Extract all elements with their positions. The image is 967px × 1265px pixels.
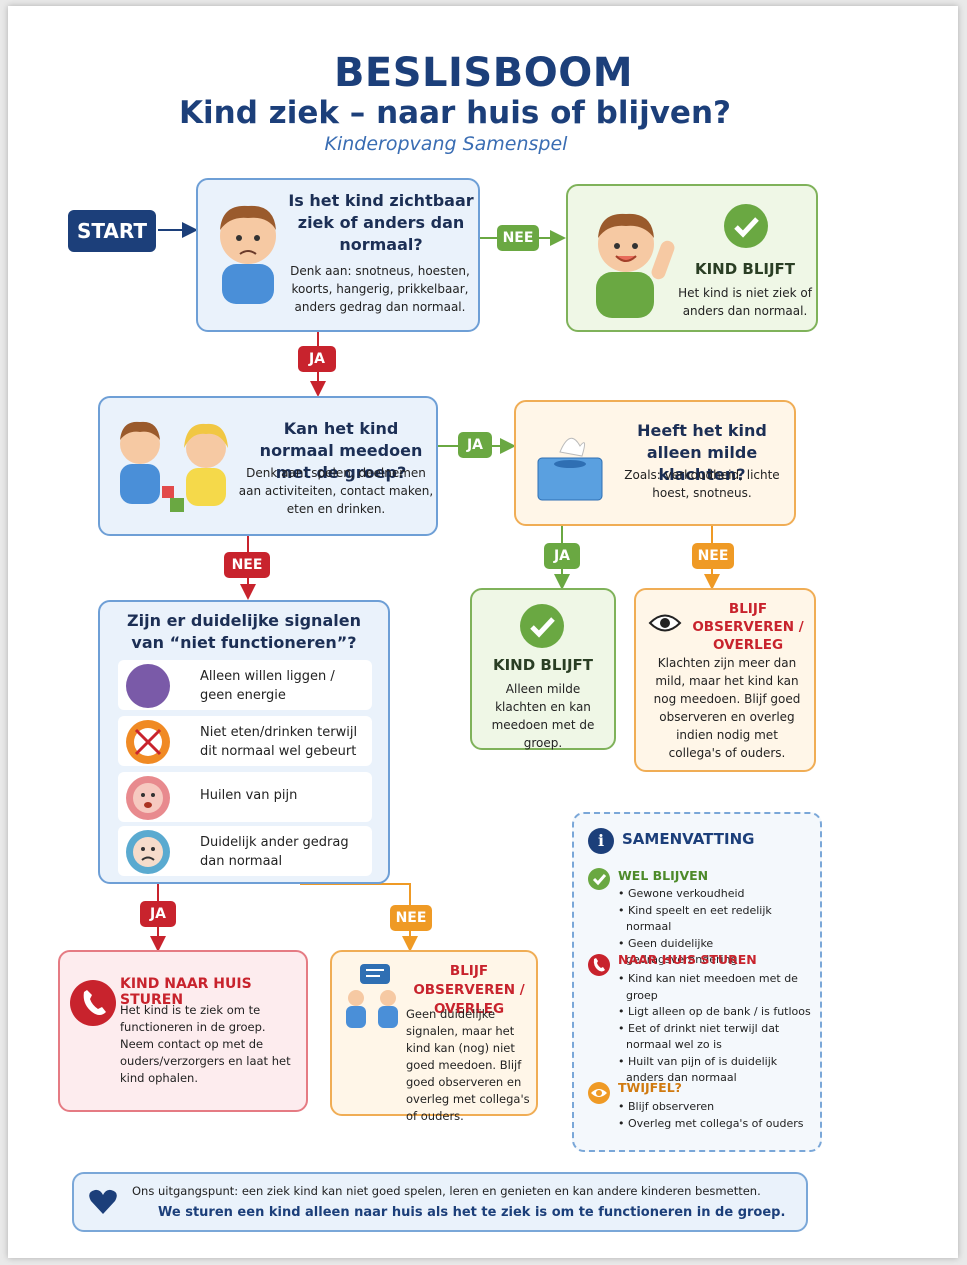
list-item: • Kind speelt en eet redelijk normaal	[618, 903, 772, 934]
outcome-kind-blijft-2: KIND BLIJFT Alleen milde klachten en kan…	[470, 588, 616, 750]
observe-1-heading: BLIJF OBSERVEREN / OVERLEG	[692, 601, 804, 653]
checkmark-icon	[588, 868, 610, 890]
summary-panel: i SAMENVATTING WEL BLIJVEN • Gewone verk…	[572, 812, 822, 1152]
summary-list: • Kind kan niet meedoen met de groep • L…	[616, 971, 816, 1087]
eye-icon	[588, 1082, 610, 1104]
start-label: START	[68, 210, 156, 252]
outcome-kind-blijft-1: KIND BLIJFT Het kind is niet ziek of and…	[566, 184, 818, 332]
label-ja-q4: JA	[140, 901, 176, 927]
sick-child-icon	[220, 205, 276, 304]
question-3-hint: Zoals: verkoudheid, lichte hoest, snotne…	[624, 468, 780, 500]
list-item: • Eet of drinkt niet terwijl dat normaal…	[618, 1021, 780, 1052]
summary-list: • Gewone verkoudheid • Kind speelt en ee…	[616, 886, 816, 969]
signal-text: Alleen willen liggen / geen energie	[200, 669, 335, 703]
question-2-text: Kan het kind normaal meedoen met de groe…	[259, 419, 423, 482]
signal-text: Duidelijk ander gedrag dan normaal	[200, 835, 349, 869]
list-item: • Kind kan niet meedoen met de groep	[618, 972, 798, 1002]
label-nee-q3: NEE	[692, 543, 734, 569]
question-4-text: Zijn er duidelijke signalen van “niet fu…	[127, 611, 361, 652]
label-ja-q2: JA	[458, 432, 492, 458]
checkmark-icon	[520, 604, 564, 648]
summary-section-heading: NAAR HUIS STUREN	[618, 952, 757, 967]
signal-item: Alleen willen liggen / geen energie	[118, 660, 372, 710]
footer-line-2: We sturen een kind alleen naar huis als …	[158, 1205, 786, 1220]
observe-2-heading: BLIJF OBSERVEREN / OVERLEG	[413, 963, 525, 1017]
question-mild-complaints-box: Heeft het kind alleen milde klachten? Zo…	[514, 400, 796, 526]
observe-2-text: Geen duidelijke signalen, maar het kind …	[406, 1007, 530, 1123]
signal-item: Huilen van pijn	[118, 772, 372, 822]
list-item: • Gewone verkoudheid	[618, 887, 745, 900]
summary-section-heading: WEL BLIJVEN	[618, 868, 709, 883]
signal-item: Niet eten/drinken terwijl dit normaal we…	[118, 716, 372, 766]
list-item: • Ligt alleen op de bank / is futloos	[618, 1005, 811, 1018]
outcome-observe-1: BLIJF OBSERVEREN / OVERLEG Klachten zijn…	[634, 588, 816, 772]
list-item: • Overleg met collega's of ouders	[618, 1116, 804, 1130]
tissue-box-icon	[537, 437, 603, 501]
question-1-hint: Denk aan: snotneus, hoesten, koorts, han…	[290, 264, 470, 314]
question-signals-box: Zijn er duidelijke signalen van “niet fu…	[98, 600, 390, 884]
question-3-text: Heeft het kind alleen milde klachten?	[637, 421, 767, 484]
info-icon: i	[588, 828, 614, 854]
label-nee-q1: NEE	[497, 225, 539, 251]
question-visibly-sick-box: Is het kind zichtbaar ziek of anders dan…	[196, 178, 480, 332]
question-participate-box: Kan het kind normaal meedoen met de groe…	[98, 396, 438, 536]
question-2-hint: Denk aan: spelen, deelnemen aan activite…	[238, 466, 434, 516]
label-nee-q4: NEE	[390, 905, 432, 931]
observe-1-text: Klachten zijn meer dan mild, maar het ki…	[653, 656, 801, 760]
label-ja-q1: JA	[298, 346, 336, 372]
signal-text: Huilen van pijn	[200, 788, 298, 803]
label-ja-q3: JA	[544, 543, 580, 569]
summary-list: • Blijf observeren • Overleg met collega…	[616, 1099, 816, 1132]
send-home-heading: KIND NAAR HUIS STUREN	[120, 976, 252, 1008]
footer-line-1: Ons uitgangspunt: een ziek kind kan niet…	[132, 1184, 761, 1198]
page-subtitle: Kind ziek – naar huis of blijven?	[178, 95, 732, 131]
list-item: • Geen duidelijke gedragsverandering	[618, 936, 738, 967]
outcome-2-text: Alleen milde klachten en kan meedoen met…	[491, 682, 595, 750]
label-nee-q2: NEE	[224, 552, 270, 578]
outcome-2-heading: KIND BLIJFT	[492, 656, 594, 674]
no-food-icon	[126, 720, 170, 764]
crying-face-icon	[126, 776, 170, 820]
footer-banner: Ons uitgangspunt: een ziek kind kan niet…	[72, 1172, 808, 1232]
organization-name: Kinderopvang Samenspel	[324, 133, 568, 155]
heart-icon	[89, 1189, 117, 1214]
send-home-text: Het kind is te ziek om te functioneren i…	[120, 1003, 291, 1085]
list-item: • Huilt van pijn of is duidelijk anders …	[618, 1054, 778, 1085]
signal-text: Niet eten/drinken terwijl dit normaal we…	[200, 725, 358, 759]
checkmark-icon	[724, 204, 768, 248]
list-item: • Blijf observeren	[618, 1100, 715, 1113]
summary-title: SAMENVATTING	[622, 830, 755, 848]
lying-child-icon	[126, 664, 170, 708]
consultation-icon	[346, 964, 398, 1028]
eye-icon	[648, 614, 682, 632]
sad-face-icon	[126, 830, 170, 874]
phone-icon	[70, 980, 116, 1026]
waving-child-icon	[596, 213, 675, 318]
summary-section-heading: TWIJFEL?	[618, 1080, 682, 1095]
outcome-send-home: KIND NAAR HUIS STUREN Het kind is te zie…	[58, 950, 308, 1112]
page-title: BESLISBOOM	[333, 50, 634, 96]
signal-item: Duidelijk ander gedrag dan normaal	[118, 826, 372, 876]
phone-icon	[588, 954, 610, 976]
outcome-1-text: Het kind is niet ziek of anders dan norm…	[678, 286, 812, 318]
playing-children-icon	[120, 421, 228, 512]
outcome-observe-2: BLIJF OBSERVEREN / OVERLEG Geen duidelij…	[330, 950, 538, 1123]
outcome-1-heading: KIND BLIJFT	[694, 260, 796, 278]
question-1-text: Is het kind zichtbaar ziek of anders dan…	[288, 191, 474, 254]
